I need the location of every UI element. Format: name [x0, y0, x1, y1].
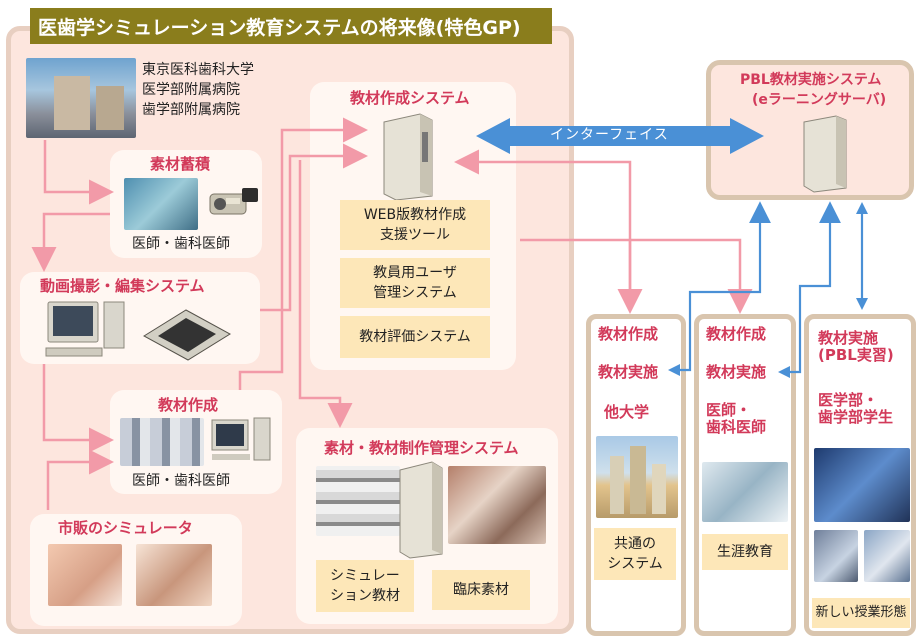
- col2-doctors: 医師・ 歯科医師: [706, 401, 767, 437]
- material-creation-left-caption: 医師・歯科医師: [132, 473, 230, 489]
- clinical-material-label: 臨床素材: [453, 581, 509, 598]
- computer-icon: [44, 300, 134, 362]
- pbl-server-icon: [800, 114, 850, 194]
- student-screen-photo: [814, 448, 910, 522]
- management-server-icon: [396, 460, 446, 560]
- pbl-system-line1: PBL教材実施システム: [740, 72, 882, 88]
- editing-tablet-icon: [140, 306, 232, 362]
- doctor-computer-photo: [702, 462, 788, 522]
- col2-implement: 教材実施: [706, 363, 767, 381]
- web-authoring-tool-label: WEB版教材作成 支援ツール: [363, 206, 467, 243]
- management-thumbnails-right: [448, 466, 546, 544]
- web-authoring-tool-button[interactable]: WEB版教材作成 支援ツール: [340, 200, 490, 250]
- col1-other-universities: 他大学: [604, 403, 650, 421]
- material-storage-title: 素材蓄積: [150, 155, 211, 173]
- city-buildings-photo: [596, 436, 678, 518]
- simulation-material-tag: シミュレー ション教材: [316, 560, 414, 612]
- clinical-material-tag: 臨床素材: [432, 570, 530, 610]
- interface-label: インターフェイス: [550, 127, 669, 143]
- material-storage-caption: 医師・歯科医師: [132, 236, 230, 252]
- pbl-system-line2: (eラーニングサーバ): [752, 92, 887, 108]
- banner-title: 医歯学シミュレーション教育システムの将来像(特色GP): [38, 16, 521, 39]
- student-photo-1: [814, 530, 858, 582]
- university-line3: 歯学部附属病院: [142, 102, 240, 118]
- new-class-format-label: 新しい授業形態: [815, 604, 907, 620]
- col3-students: 医学部・ 歯学部学生: [818, 391, 894, 427]
- lifelong-education-label: 生涯教育: [717, 543, 773, 560]
- university-line1: 東京医科歯科大学: [142, 62, 254, 78]
- university-line2: 医学部附属病院: [142, 82, 240, 98]
- management-system-title: 素材・教材制作管理システム: [324, 439, 519, 457]
- col1-implement: 教材実施: [598, 363, 659, 381]
- new-class-format-tag: 新しい授業形態: [812, 598, 910, 628]
- simulator-photo-2: [136, 544, 212, 606]
- simulation-material-label: シミュレー ション教材: [330, 567, 400, 604]
- teacher-user-management-button[interactable]: 教員用ユーザ 管理システム: [340, 258, 490, 308]
- common-system-label: 共通の システム: [607, 535, 663, 572]
- surgery-photo: [124, 178, 198, 230]
- lifelong-education-tag: 生涯教育: [702, 534, 788, 570]
- hospital-photo: [26, 58, 136, 138]
- common-system-tag: 共通の システム: [594, 528, 676, 580]
- col1-create: 教材作成: [598, 325, 659, 343]
- student-photo-2: [864, 530, 910, 582]
- management-thumbnails-left: [316, 466, 400, 536]
- material-evaluation-button[interactable]: 教材評価システム: [340, 316, 490, 358]
- workstation-icon: [210, 416, 274, 468]
- material-creation-left-title: 教材作成: [158, 396, 219, 414]
- material-evaluation-label: 教材評価システム: [359, 328, 471, 345]
- banner: 医歯学シミュレーション教育システムの将来像(特色GP): [30, 8, 552, 44]
- col3-implement-pbl: 教材実施 (PBL実習): [818, 329, 894, 365]
- teacher-user-management-label: 教員用ユーザ 管理システム: [373, 264, 457, 301]
- mosaic-thumbnails: [120, 418, 204, 466]
- video-camera-icon: [204, 184, 260, 220]
- simulator-title: 市販のシミュレータ: [58, 519, 193, 537]
- server-icon: [380, 112, 436, 202]
- authoring-system-title: 教材作成システム: [350, 89, 470, 107]
- simulator-photo-1: [48, 544, 122, 606]
- video-system-title: 動画撮影・編集システム: [40, 277, 205, 295]
- col2-create: 教材作成: [706, 325, 767, 343]
